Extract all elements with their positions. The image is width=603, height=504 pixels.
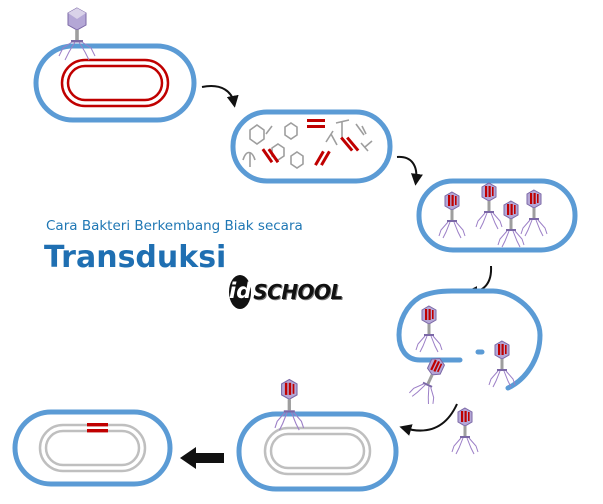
cell-new-infection xyxy=(236,378,399,492)
idschool-logo: id SCHOOL xyxy=(229,275,343,309)
logo-school-text: SCHOOL xyxy=(253,280,343,304)
curved-arrow-icon xyxy=(396,155,423,186)
logo-id-badge: id xyxy=(229,275,252,309)
curved-arrow-icon xyxy=(201,85,239,108)
bacteriophage-icon xyxy=(451,407,479,455)
cell-assembly xyxy=(416,178,578,253)
block-arrow-left-icon xyxy=(180,447,224,469)
subtitle: Cara Bakteri Berkembang Biak secara xyxy=(46,218,303,234)
curved-arrow-icon xyxy=(465,265,493,298)
cell-lysis xyxy=(396,288,543,455)
cell-infection xyxy=(33,7,197,123)
curved-arrow-icon xyxy=(399,403,458,436)
cell-recombinant xyxy=(12,409,173,487)
page-title: Transduksi xyxy=(44,240,227,275)
cell-replication xyxy=(230,109,393,184)
